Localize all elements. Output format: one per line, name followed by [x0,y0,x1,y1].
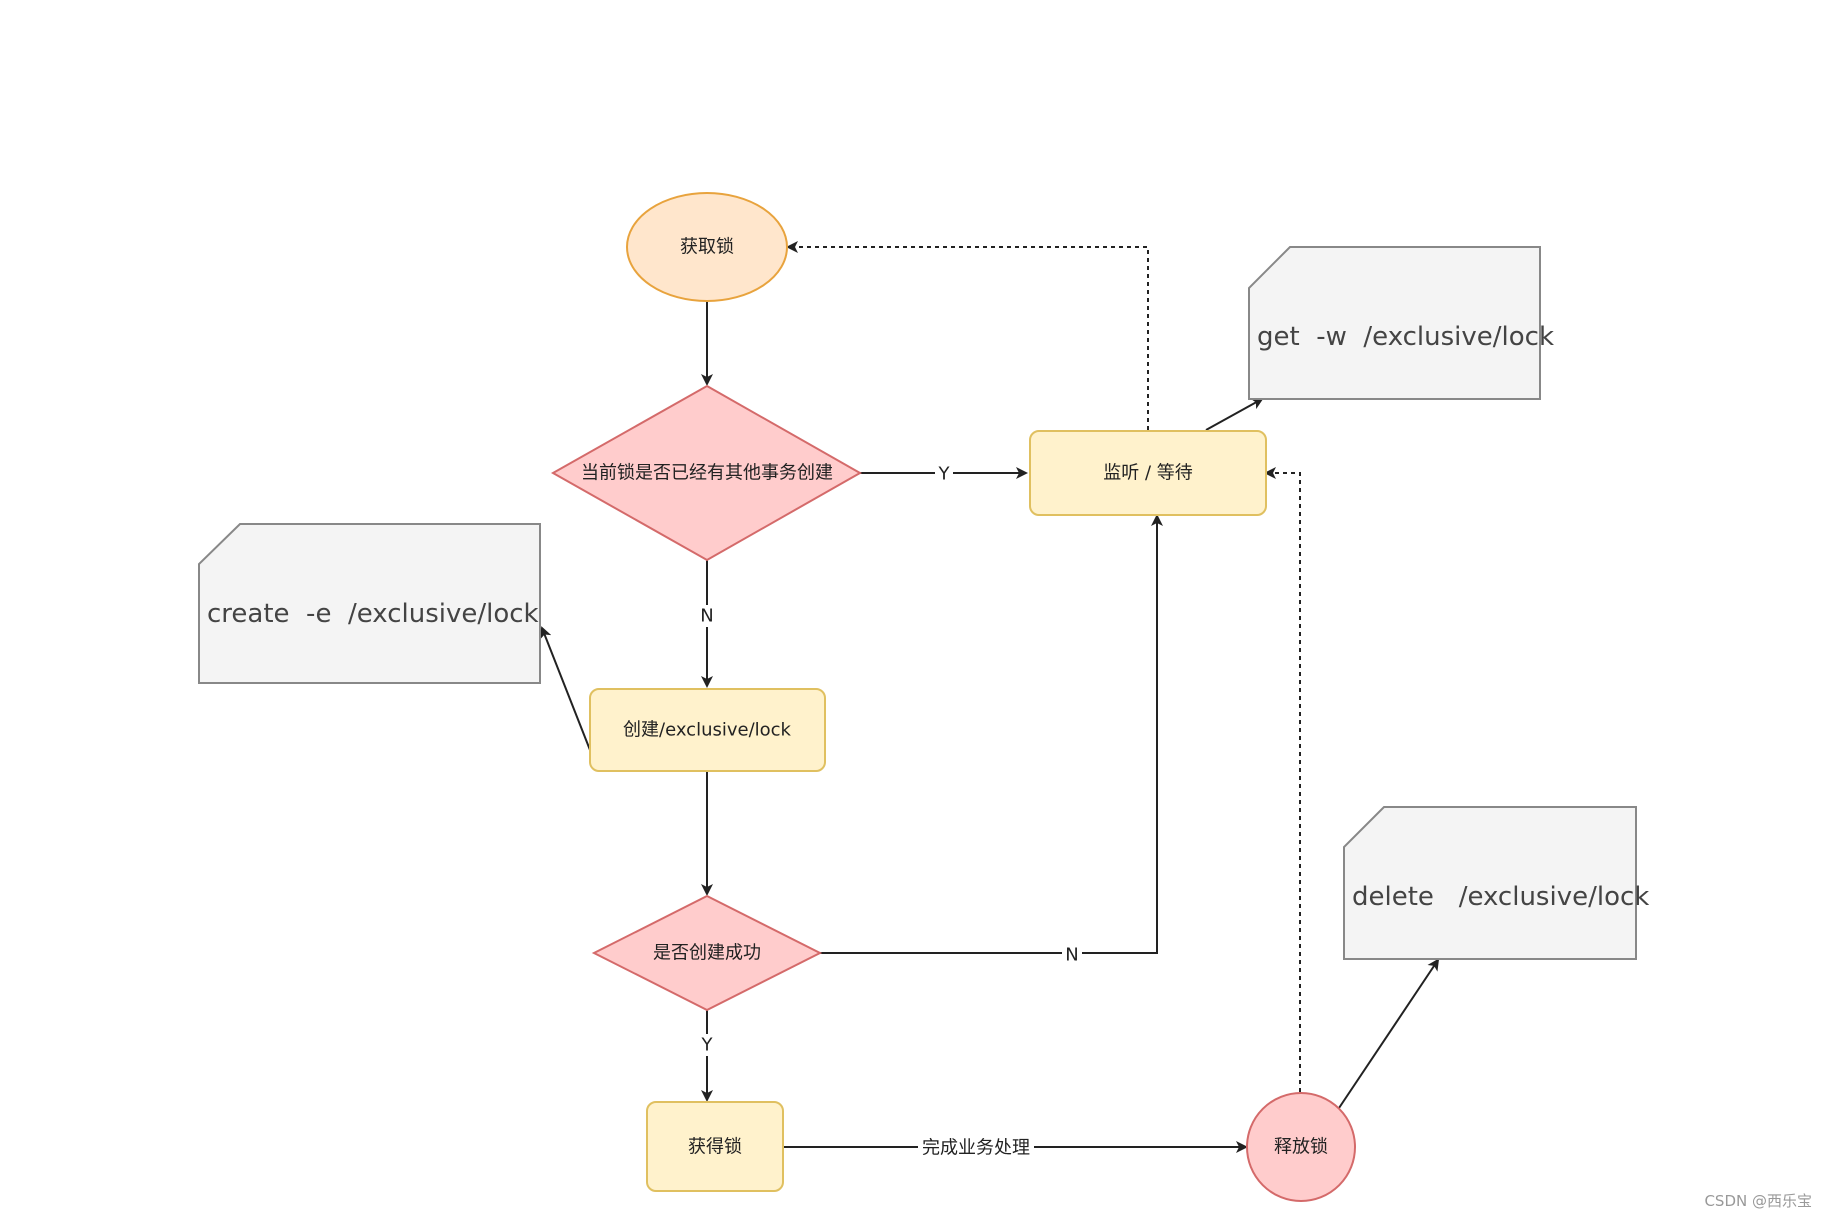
edge-label-exists-no: N [700,606,713,627]
edge-label-finish-business: 完成业务处理 [922,1138,1030,1159]
note-get-command: get -w /exclusive/lock [1248,246,1554,400]
edge-label-created-no: N [1065,945,1078,966]
acquire-lock-label: 获取锁 [680,237,734,258]
release-lock-label: 释放锁 [1274,1137,1328,1158]
create-label: 创建/exclusive/lock [623,720,792,741]
note-create-text: create -e /exclusive/lock [207,599,539,629]
note-delete-text: delete /exclusive/lock [1352,882,1649,912]
got-lock-shape [646,1101,784,1192]
watch-wait-shape [1029,430,1267,516]
edge-labels: Y N N Y 完成业务处理 [698,462,1082,1159]
edges [540,241,1440,1153]
watch-wait-label: 监听 / 等待 [1103,463,1193,484]
edge-label-created-yes: Y [701,1035,714,1056]
check-exists-shape [550,384,863,562]
node-watch-wait: 监听 / 等待 [1029,430,1267,516]
note-create-command: create -e /exclusive/lock [198,523,541,684]
note-delete-shape [1343,806,1637,960]
note-get-shape [1248,246,1541,400]
edge-release-to-delete-note [1338,958,1440,1109]
node-acquire-lock: 获取锁 [626,192,788,302]
node-check-exists: 当前锁是否已经有其他事务创建 [550,384,863,562]
edge-release-to-watch-dashed [1264,467,1301,1092]
check-created-shape [591,894,823,1012]
release-lock-shape [1246,1092,1356,1202]
edge-label-exists-yes: Y [938,464,951,485]
watermark: CSDN @西乐宝 [1704,1192,1812,1210]
note-delete-command: delete /exclusive/lock [1343,806,1649,960]
check-exists-label: 当前锁是否已经有其他事务创建 [581,463,833,484]
acquire-lock-shape [626,192,788,302]
node-release-lock: 释放锁 [1246,1092,1356,1202]
check-created-label: 是否创建成功 [653,943,761,964]
edge-create-to-note [540,626,591,751]
node-check-created: 是否创建成功 [591,894,823,1012]
edge-check-created-to-watch [820,514,1163,954]
edge-watch-to-get-note [1205,398,1264,431]
create-shape [589,688,826,772]
node-got-lock: 获得锁 [646,1101,784,1192]
got-lock-label: 获得锁 [688,1137,742,1158]
node-create: 创建/exclusive/lock [589,688,826,772]
edge-watch-to-acquire-dashed [786,241,1149,430]
note-create-shape [198,523,541,684]
note-get-text: get -w /exclusive/lock [1257,322,1554,352]
